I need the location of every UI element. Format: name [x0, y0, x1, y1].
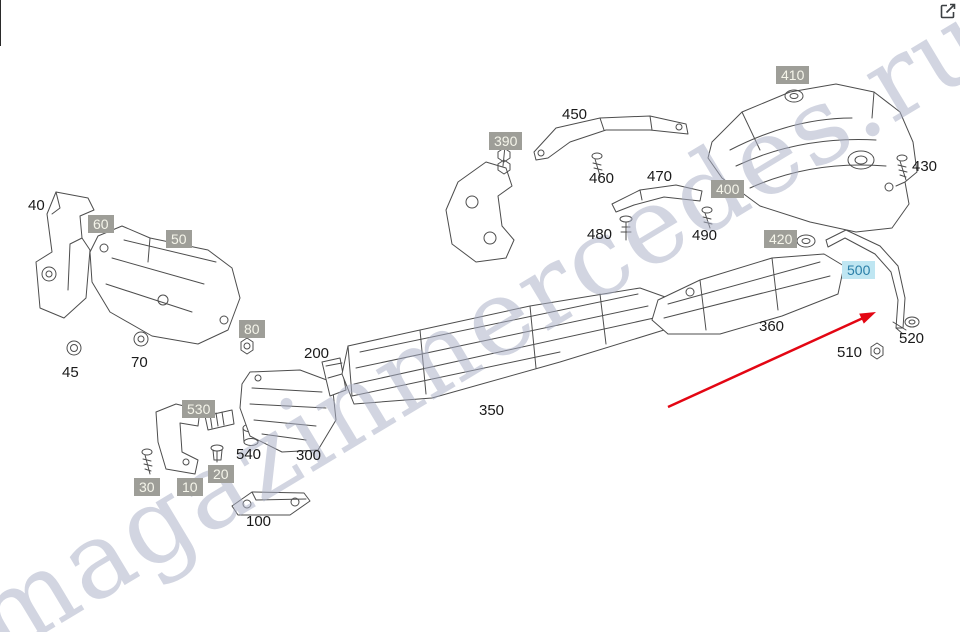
part-label-390[interactable]: 390: [489, 132, 523, 151]
part-drawing-45-nut: [66, 340, 82, 356]
part-drawing-300-panel: [239, 369, 337, 453]
part-drawing-200-strip: [321, 357, 347, 397]
part-drawing-470-strap: [611, 184, 703, 213]
part-drawing-40: [35, 191, 95, 319]
part-label-460: 460: [589, 170, 615, 187]
part-drawing-100-plate: [231, 491, 311, 516]
part-label-10[interactable]: 10: [177, 478, 203, 497]
part-drawing-360-shield: [651, 253, 845, 335]
open-in-new-icon[interactable]: [939, 3, 957, 21]
part-label-30[interactable]: 30: [134, 478, 160, 497]
part-drawing-450-bracket: [533, 115, 689, 161]
part-drawing-520-nut: [904, 316, 920, 328]
part-label-480: 480: [587, 226, 613, 243]
part-drawing-460-screw: [591, 152, 603, 177]
panel-edge-divider: [0, 0, 1, 46]
part-label-430: 430: [912, 158, 938, 175]
part-label-80[interactable]: 80: [239, 320, 265, 339]
part-drawing-410-grommet: [784, 89, 804, 103]
part-label-530[interactable]: 530: [182, 400, 216, 419]
part-label-510: 510: [837, 344, 863, 361]
part-label-520: 520: [899, 330, 925, 347]
pointer-arrow: [667, 312, 876, 409]
part-label-420[interactable]: 420: [764, 230, 798, 249]
part-label-50[interactable]: 50: [166, 230, 192, 249]
part-drawing-400-shield: [707, 83, 918, 233]
part-drawing-480-clip: [619, 215, 633, 241]
part-label-350: 350: [479, 402, 505, 419]
part-label-540: 540: [236, 446, 262, 463]
part-drawing-20-clip: [210, 444, 224, 463]
part-drawing-500-strap: [825, 229, 907, 335]
part-drawing-490-screw: [701, 206, 713, 229]
part-drawing-430-screw: [896, 154, 908, 181]
part-drawing-50: [89, 225, 241, 345]
part-label-60[interactable]: 60: [88, 215, 114, 234]
part-drawing-30-bolt: [141, 448, 153, 475]
part-label-20[interactable]: 20: [208, 465, 234, 484]
part-label-45: 45: [62, 364, 79, 381]
part-label-100: 100: [246, 513, 272, 530]
part-label-490: 490: [692, 227, 718, 244]
part-drawing-350-shield: [341, 287, 669, 405]
part-label-360: 360: [759, 318, 785, 335]
part-label-200: 200: [304, 345, 330, 362]
part-label-410[interactable]: 410: [776, 66, 810, 85]
part-label-400[interactable]: 400: [711, 180, 745, 199]
part-drawing-510-nut: [870, 342, 884, 360]
part-drawing-70-washer: [133, 331, 149, 347]
part-label-450: 450: [562, 106, 588, 123]
part-label-40: 40: [28, 197, 45, 214]
part-label-470: 470: [647, 168, 673, 185]
part-label-500[interactable]: 500: [842, 261, 876, 280]
part-label-70: 70: [131, 354, 148, 371]
part-label-300: 300: [296, 447, 322, 464]
